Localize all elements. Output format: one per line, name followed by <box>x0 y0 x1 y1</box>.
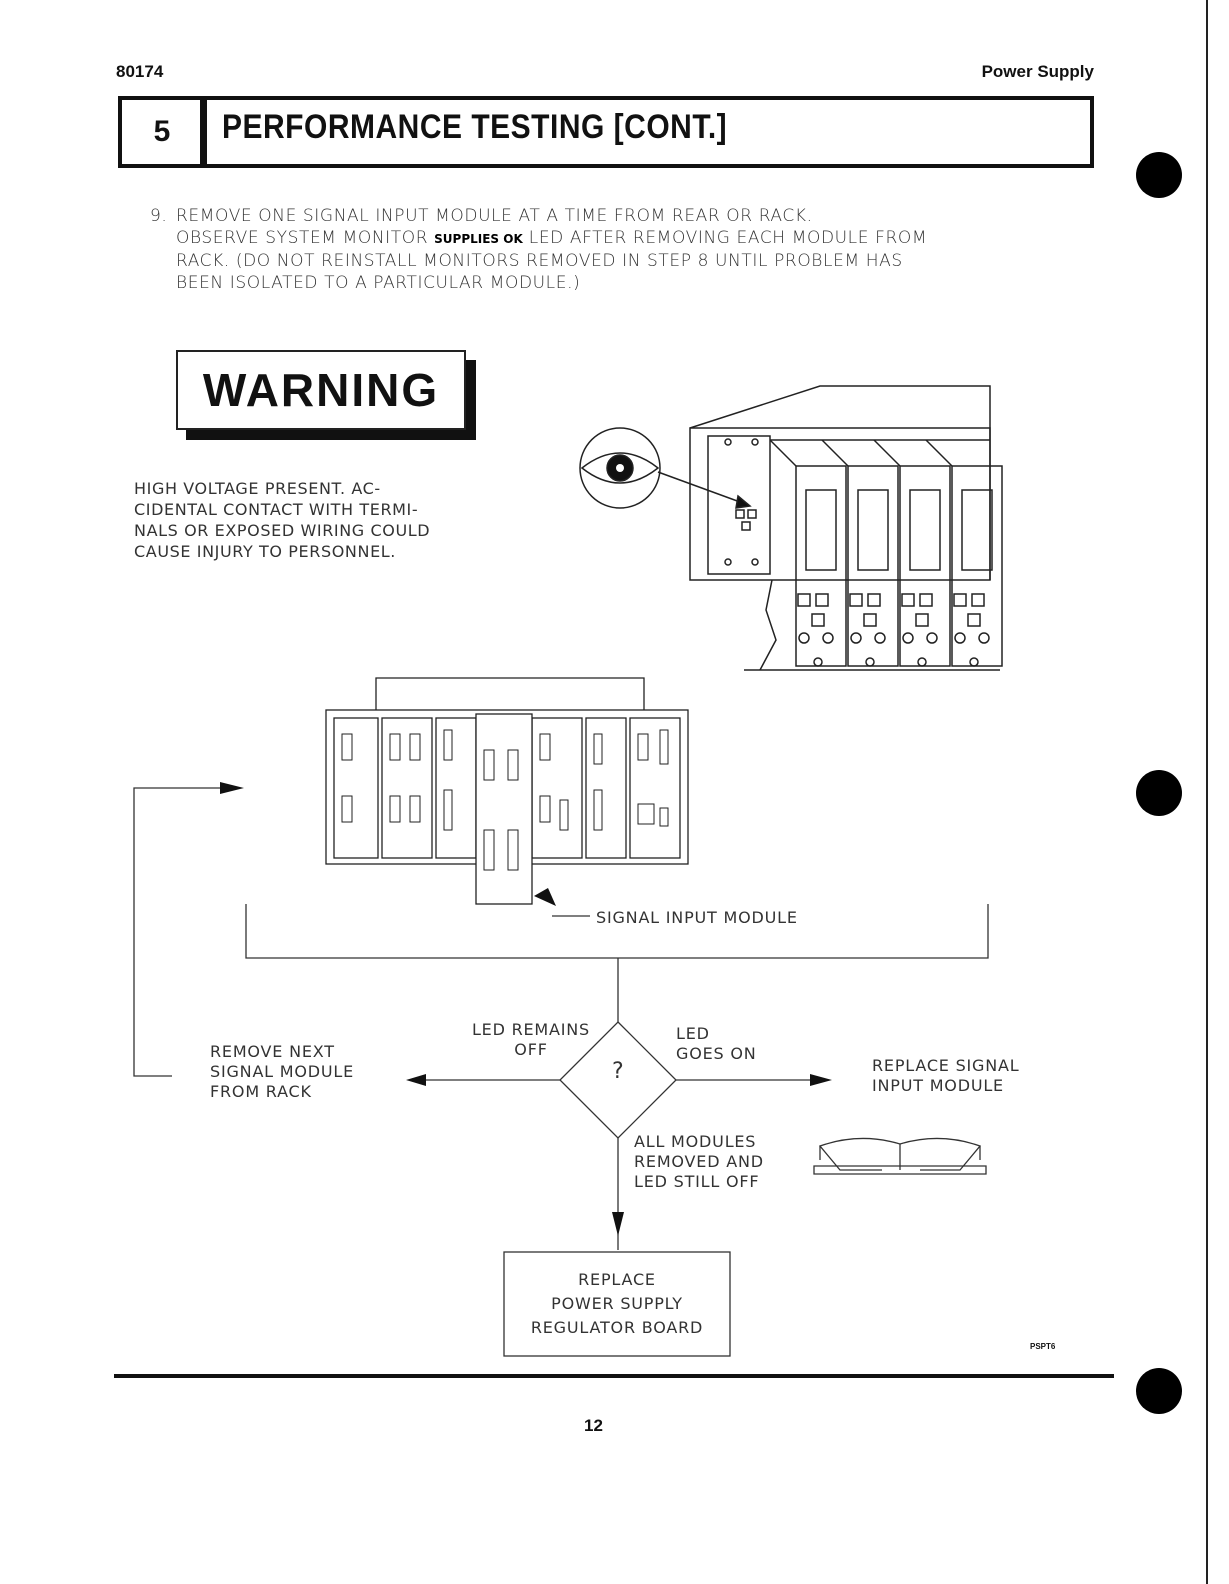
page-edge-line <box>1206 0 1208 1584</box>
section-title: PERFORMANCE TESTING [CONT.] <box>222 108 728 146</box>
supplies-ok-label: SUPPLIES OK <box>434 232 523 246</box>
led-goes-on-label: LED GOES ON <box>676 1024 757 1064</box>
troubleshooting-flowchart <box>133 782 989 1357</box>
signal-input-module-label: SIGNAL INPUT MODULE <box>596 908 798 927</box>
action-left-line-2: SIGNAL MODULE <box>210 1062 355 1081</box>
warning-line-1: HIGH VOLTAGE PRESENT. AC- <box>134 479 381 498</box>
figure-code: PSPT6 <box>1030 1342 1056 1351</box>
decision-question-mark: ? <box>612 1059 625 1084</box>
warning-title: WARNING <box>202 364 440 416</box>
led-remains-off-label: LED REMAINS OFF <box>456 1020 606 1060</box>
page-number: 12 <box>584 1416 603 1435</box>
binder-hole-top <box>1136 152 1182 198</box>
document-title: Power Supply <box>981 62 1094 81</box>
eye-icon <box>579 427 661 509</box>
action-down-line-1: REPLACE <box>578 1270 656 1289</box>
module-cards <box>795 465 1003 667</box>
remove-next-module-action: REMOVE NEXT SIGNAL MODULE FROM RACK <box>210 1042 354 1102</box>
replace-regulator-box <box>503 1251 731 1357</box>
warning-body: HIGH VOLTAGE PRESENT. AC- CIDENTAL CONTA… <box>134 478 554 562</box>
warning-line-2: CIDENTAL CONTACT WITH TERMI- <box>134 500 419 519</box>
warning-box <box>176 350 466 430</box>
left-arrow <box>406 1074 426 1086</box>
step-number: 9. <box>150 206 168 226</box>
branch-right-line-1: LED <box>676 1024 710 1043</box>
branch-down-line-2: REMOVED AND <box>634 1152 764 1171</box>
action-left-line-1: REMOVE NEXT <box>210 1042 335 1061</box>
step-line-1: REMOVE ONE SIGNAL INPUT MODULE AT A TIME… <box>176 206 813 226</box>
step-9-text: 9. REMOVE ONE SIGNAL INPUT MODULE AT A TI… <box>150 205 1090 294</box>
step-line-2-post: LED AFTER REMOVING EACH MODULE FROM <box>528 228 928 248</box>
warning-line-3: NALS OR EXPOSED WIRING COULD <box>134 521 431 540</box>
down-arrow <box>612 1212 624 1236</box>
binder-hole-bottom <box>1136 1368 1182 1414</box>
action-down-line-3: REGULATOR BOARD <box>530 1318 704 1337</box>
right-arrow <box>810 1074 832 1086</box>
section-title-box <box>118 96 1094 168</box>
loop-arrow <box>220 782 244 794</box>
branch-down-line-3: LED STILL OFF <box>634 1172 760 1191</box>
branch-left-line-2: OFF <box>514 1040 548 1059</box>
step-line-2-pre: OBSERVE SYSTEM MONITOR <box>176 228 429 248</box>
action-right-line-2: INPUT MODULE <box>872 1076 1004 1095</box>
branch-down-line-1: ALL MODULES <box>634 1132 757 1151</box>
warning-line-4: CAUSE INJURY TO PERSONNEL. <box>134 542 396 561</box>
branch-left-line-1: LED REMAINS <box>471 1020 591 1039</box>
replace-signal-input-action: REPLACE SIGNAL INPUT MODULE <box>872 1056 1020 1096</box>
step-line-4: BEEN ISOLATED TO A PARTICULAR MODULE.) <box>176 273 581 293</box>
section-divider <box>200 96 207 168</box>
replace-regulator-board-action: REPLACE POWER SUPPLY REGULATOR BOARD <box>504 1268 730 1340</box>
binder-hole-middle <box>1136 770 1182 816</box>
rack-rear-illustration <box>325 677 689 906</box>
action-right-line-1: REPLACE SIGNAL <box>872 1056 1020 1075</box>
step-line-3: RACK. (DO NOT REINSTALL MONITORS REMOVED… <box>176 251 903 271</box>
rack-front-illustration <box>579 385 1003 671</box>
footer-rule <box>114 1374 1114 1378</box>
action-down-line-2: POWER SUPPLY <box>551 1294 683 1313</box>
section-number: 5 <box>153 115 171 148</box>
book-icon <box>813 1137 987 1175</box>
document-number: 80174 <box>116 62 164 81</box>
all-modules-removed-label: ALL MODULES REMOVED AND LED STILL OFF <box>634 1132 764 1192</box>
action-left-line-3: FROM RACK <box>210 1082 312 1101</box>
branch-right-line-2: GOES ON <box>676 1044 757 1063</box>
